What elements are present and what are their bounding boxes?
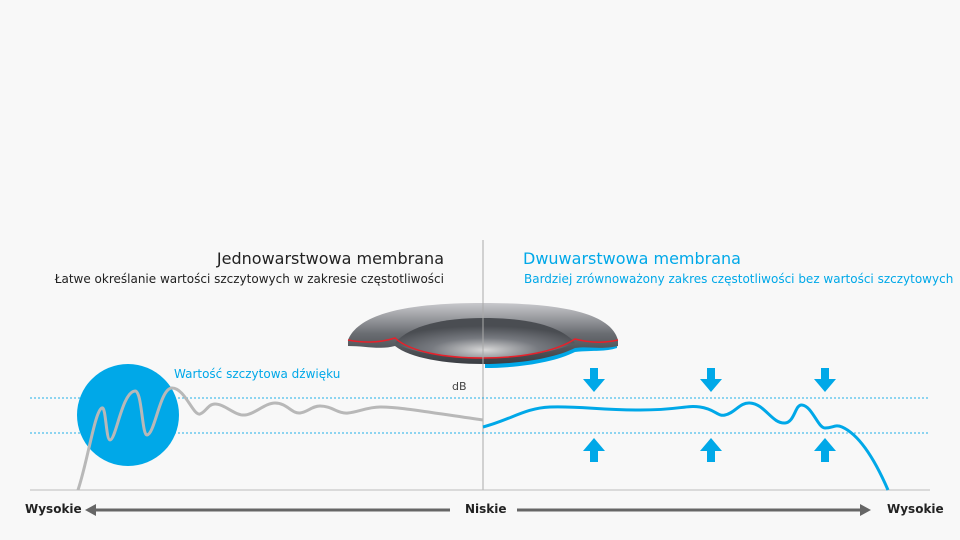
double-layer-subtitle: Bardziej zrównoważony zakres częstotliwo…: [524, 272, 954, 286]
compression-arrows: [583, 368, 836, 462]
x-axis-left-label: Wysokie: [25, 502, 82, 516]
up-arrow-icon: [583, 438, 605, 462]
x-axis-center-label: Niskie: [465, 502, 507, 516]
down-arrow-icon: [814, 368, 836, 392]
single-layer-subtitle: Łatwe określanie wartości szczytowych w …: [54, 272, 444, 286]
single-layer-title: Jednowarstwowa membrana: [216, 249, 444, 268]
right-axis-arrow-icon: [517, 504, 871, 516]
double-layer-response-curve: [482, 401, 890, 491]
peak-highlight-circle: [77, 364, 179, 466]
double-layer-title: Dwuwarstwowa membrana: [523, 249, 741, 268]
x-axis-right-label: Wysokie: [887, 502, 944, 516]
up-arrow-icon: [700, 438, 722, 462]
down-arrow-icon: [583, 368, 605, 392]
db-axis-label: dB: [452, 380, 467, 393]
left-axis-arrow-icon: [85, 504, 450, 516]
peak-label: Wartość szczytowa dźwięku: [174, 367, 341, 381]
up-arrow-icon: [814, 438, 836, 462]
down-arrow-icon: [700, 368, 722, 392]
single-layer-response-curve: [76, 386, 484, 491]
